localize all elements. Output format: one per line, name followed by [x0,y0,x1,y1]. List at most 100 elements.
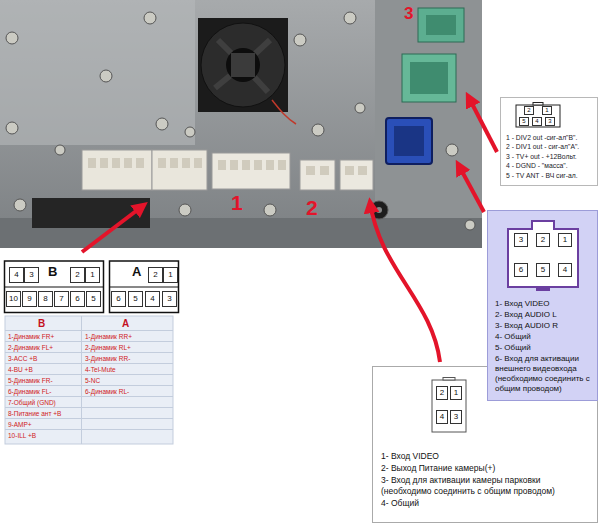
photo-detail [5,363,173,364]
connector-icon: 21543 [515,102,561,128]
photo-detail [320,166,329,175]
photo-detail [112,158,120,168]
pin-assignment: 6-Динамик RL- [85,386,129,397]
pin-number: 3 [24,267,39,283]
pin-number: 4 [436,410,448,424]
pin-number: 4 [9,267,24,283]
photo-detail [212,153,290,189]
green-connector [418,8,464,42]
pin-number: 2 [536,233,550,247]
callout-number: 1 [231,192,243,213]
connector-a: A216543 [108,258,180,314]
connector-shell [516,105,560,127]
photo-detail [5,341,173,342]
pin-assignment: 1-Динамик FR+ [8,331,54,342]
photo-detail [458,164,484,212]
green-connector-socket [426,15,456,35]
photo-detail [278,160,286,170]
photo-detail [81,316,82,444]
connector-drawing: 321654 [500,217,586,293]
pin-description: 1- Вход VIDEO [495,299,593,309]
photo-detail [82,205,144,252]
pin-description: 3- Вход AUDIO R [495,321,593,331]
connector-b: B43211098765 [3,258,105,314]
pin-description: 4- Общий [495,332,593,342]
pin-table [5,316,173,444]
photo-detail [5,385,173,386]
connector-shell [508,221,578,287]
photo-detail [158,158,166,168]
photo-detail [5,352,173,353]
photo-detail [5,330,173,331]
callout-box: 1 - DIV2 out -сиг-ал"B".2 - DIV1 out - с… [500,97,598,186]
fan-blades [201,23,285,107]
pin-description: 2- Вход AUDIO L [495,310,593,320]
pin-number: 9 [22,291,37,307]
photo-detail [300,160,335,190]
photo-detail [468,96,497,152]
metal-plate [0,0,482,248]
pin-description: 2- Выход Питание камеры(+) [381,463,591,474]
pin-assignment: 5-NC [85,375,100,386]
photo-detail [358,166,367,175]
connector-info-box: 1- Вход VIDEO2- Вход AUDIO L3- Вход AUDI… [487,210,598,401]
pin-description: 6- Вход для активации внешнего видеовход… [495,354,593,394]
pin-number: 5 [86,291,101,307]
pin-number: 3 [514,233,528,247]
photo-detail [55,145,65,155]
blue-connector [386,118,432,164]
pin-assignment: 3-Динамик RR- [85,353,130,364]
antenna-jack-pin [376,207,382,213]
connector-latch [536,287,550,291]
photo-detail [264,204,276,216]
pin-number: 6 [70,291,85,307]
pin-description: 1- Вход VIDEO [381,451,591,462]
photo-detail [5,418,173,419]
connector-drawing: 2143 [431,377,467,433]
connector-letter: A [132,265,141,278]
pin-description: 5 - TV ANT - ВЧ сиг-ал. [506,172,594,180]
pin-number: 5 [536,263,550,277]
photo-detail [355,103,365,113]
photo-detail [14,199,26,211]
photo-detail [465,220,475,230]
connector-shell [5,261,104,313]
pin-description: 1 - DIV2 out -сиг-ал"B". [506,134,594,142]
fan-hub [226,48,260,82]
photo-detail [179,204,191,216]
photo-detail [88,158,367,175]
fan-wire [272,100,296,124]
photo-detail [230,160,238,170]
photo-detail [182,158,190,168]
photo-detail [5,396,173,397]
table-header: B [38,318,45,330]
photo-detail [82,150,152,190]
pin-description: 3- Вход для активации камеры парковки (н… [381,475,591,497]
pin-number: 2 [148,267,163,283]
pin-number: 1 [85,267,100,283]
pin-number: 6 [111,291,126,307]
pin-assignment: 3-ACC +B [8,353,37,364]
photo-detail [156,118,168,130]
screws [6,12,475,230]
pin-assignment: 1-Динамик RR+ [85,331,132,342]
photo-detail [370,202,440,362]
photo-detail [345,166,354,175]
pin-description: 4 - DGND - "масса". [506,162,594,170]
photo-detail [266,160,274,170]
connector-shell [110,261,179,313]
pin-number: 5 [519,117,529,126]
photo-detail [5,429,173,430]
photo-detail [100,70,112,82]
photo-detail [5,407,173,408]
photo-detail [170,158,178,168]
pin-assignment: 8-Питание ант +B [8,408,61,419]
photo-detail [340,160,373,190]
photo-detail [242,160,250,170]
pin-assignment: 10-ILL +B [8,430,36,441]
green-connector [402,54,456,102]
photo-detail [6,32,18,44]
pin-number: 1 [542,106,552,115]
pin-number: 7 [54,291,69,307]
pin-number: 3 [545,117,555,126]
